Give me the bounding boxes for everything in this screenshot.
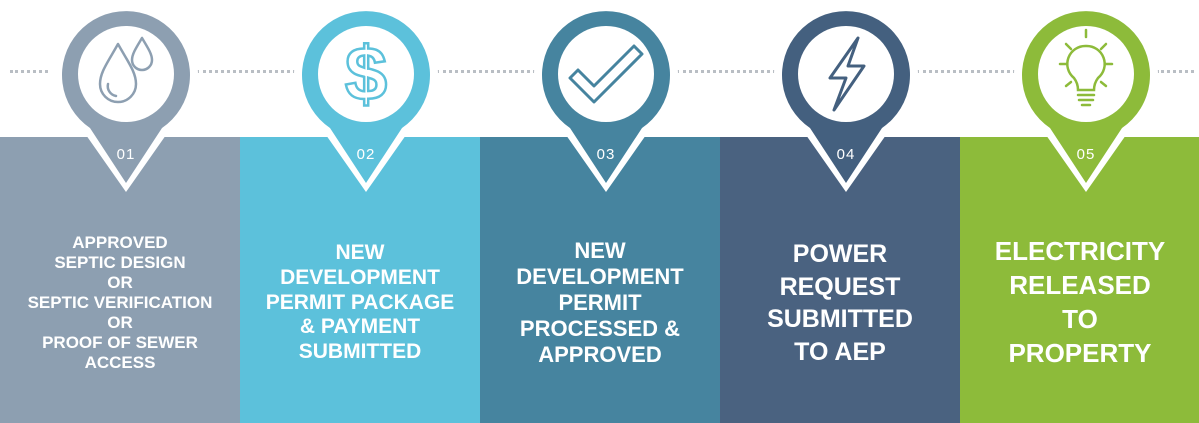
lightbulb-icon [1058,28,1114,107]
step-text: NEW DEVELOPMENT PERMIT PACKAGE & PAYMENT… [265,241,455,364]
dollar-sign-icon: $ [344,31,389,119]
step-text: POWER REQUEST SUBMITTED TO AEP [767,240,913,366]
step-panel-3: NEW DEVELOPMENT PERMIT PROCESSED & APPRO… [480,137,720,423]
step-number: 02 [356,146,376,163]
step-number: 05 [1076,146,1096,163]
dotted-connector [10,70,48,73]
step-marker-2: $ [286,0,446,200]
step-text: NEW DEVELOPMENT PERMIT PROCESSED & APPRO… [516,238,684,367]
checkmark-icon [568,44,644,104]
dotted-connector [1156,70,1194,73]
step-marker-4 [766,0,926,200]
step-text: ELECTRICITY RELEASED TO PROPERTY [994,236,1166,368]
step-panel-4: POWER REQUEST SUBMITTED TO AEP [720,137,960,423]
step-panel-5: ELECTRICITY RELEASED TO PROPERTY [960,137,1199,423]
step-text: APPROVED SEPTIC DESIGN OR SEPTIC VERIFIC… [27,232,213,373]
step-panel-1: APPROVED SEPTIC DESIGN OR SEPTIC VERIFIC… [0,137,240,423]
step-marker-5 [1006,0,1166,200]
step-number: 04 [836,146,856,163]
water-drops-icon [98,36,154,104]
step-marker-3 [526,0,686,200]
step-number: 03 [596,146,616,163]
dotted-connector [916,70,1016,73]
step-marker-1 [46,0,206,200]
lightning-bolt-icon [828,36,866,112]
dotted-connector [676,70,776,73]
dotted-connector [436,70,536,73]
step-panel-2: NEW DEVELOPMENT PERMIT PACKAGE & PAYMENT… [240,137,480,423]
svg-text:$: $ [345,32,387,117]
step-number: 01 [116,146,136,163]
dotted-connector [196,70,296,73]
